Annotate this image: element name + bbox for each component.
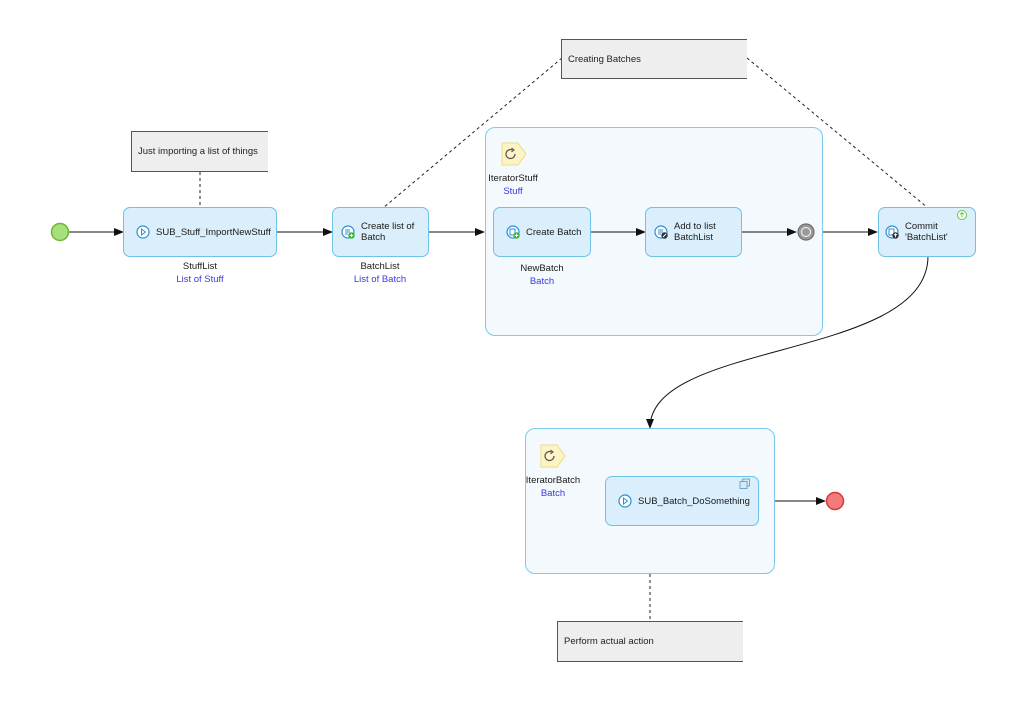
annotation-import-text: Just importing a list of things xyxy=(138,146,258,157)
end-event[interactable] xyxy=(825,491,847,513)
loop-stuff-iterator-name: IteratorStuff xyxy=(488,173,538,184)
create-list-icon xyxy=(341,225,355,239)
activity-commit[interactable]: Commit 'BatchList' xyxy=(878,207,976,257)
activity-create-batch-label: Create Batch xyxy=(526,226,582,238)
activity-create-list[interactable]: Create list of Batch xyxy=(332,207,429,257)
loop-iterator-batch-icon xyxy=(540,444,566,468)
activity-create-list-label: Create list of Batch xyxy=(361,221,415,243)
activity-commit-label: Commit 'BatchList' xyxy=(905,221,948,243)
activity-import-label: SUB_Stuff_ImportNewStuff xyxy=(156,226,271,238)
microflow-call-icon xyxy=(618,494,632,508)
commit-events-icon xyxy=(957,210,967,220)
annotation-batches-text: Creating Batches xyxy=(568,53,641,65)
parallel-copies-icon xyxy=(739,478,750,489)
continue-event[interactable] xyxy=(796,222,818,244)
output-newbatch: NewBatch Batch xyxy=(492,262,592,288)
activity-add-to-list-label: Add to list BatchList xyxy=(674,221,716,243)
output-newbatch-name: NewBatch xyxy=(520,263,564,274)
activity-batch-do-label: SUB_Batch_DoSomething xyxy=(638,495,750,507)
annotation-perform-action[interactable]: Perform actual action xyxy=(557,621,743,662)
output-stufflist: StuffList List of Stuff xyxy=(150,260,250,286)
activity-batch-do-something[interactable]: SUB_Batch_DoSomething xyxy=(605,476,759,526)
loop-iterator-icon xyxy=(501,142,527,166)
microflow-call-icon xyxy=(136,225,150,239)
annotation-creating-batches[interactable]: Creating Batches xyxy=(561,39,747,79)
output-stufflist-name: StuffList xyxy=(182,261,218,272)
loop-stuff-iterator-label: IteratorStuff Stuff xyxy=(483,172,543,198)
loop-batch-iterator-label: IteratorBatch Batch xyxy=(523,474,583,500)
start-event[interactable] xyxy=(50,222,72,244)
output-batchlist-name: BatchList xyxy=(360,261,400,272)
flow-commit-to-batch-loop[interactable] xyxy=(646,255,929,429)
activity-import-stuff[interactable]: SUB_Stuff_ImportNewStuff xyxy=(123,207,277,257)
activity-create-batch[interactable]: Create Batch xyxy=(493,207,591,257)
output-batchlist-type: List of Batch xyxy=(353,274,407,285)
loop-batch-iterator-type: Batch xyxy=(540,488,566,499)
annotation-action-text: Perform actual action xyxy=(564,636,654,647)
loop-stuff-iterator-type: Stuff xyxy=(503,186,523,197)
output-batchlist: BatchList List of Batch xyxy=(330,260,430,286)
create-object-icon xyxy=(506,225,520,239)
activity-add-to-list[interactable]: Add to list BatchList xyxy=(645,207,742,257)
output-stufflist-type: List of Stuff xyxy=(176,274,224,285)
annotation-import[interactable]: Just importing a list of things xyxy=(131,131,268,172)
annotation-line-batches-left xyxy=(382,57,563,209)
output-newbatch-type: Batch xyxy=(529,276,555,287)
change-list-icon xyxy=(654,225,668,239)
commit-icon xyxy=(885,225,899,239)
loop-batch-iterator-name: IteratorBatch xyxy=(525,475,581,486)
